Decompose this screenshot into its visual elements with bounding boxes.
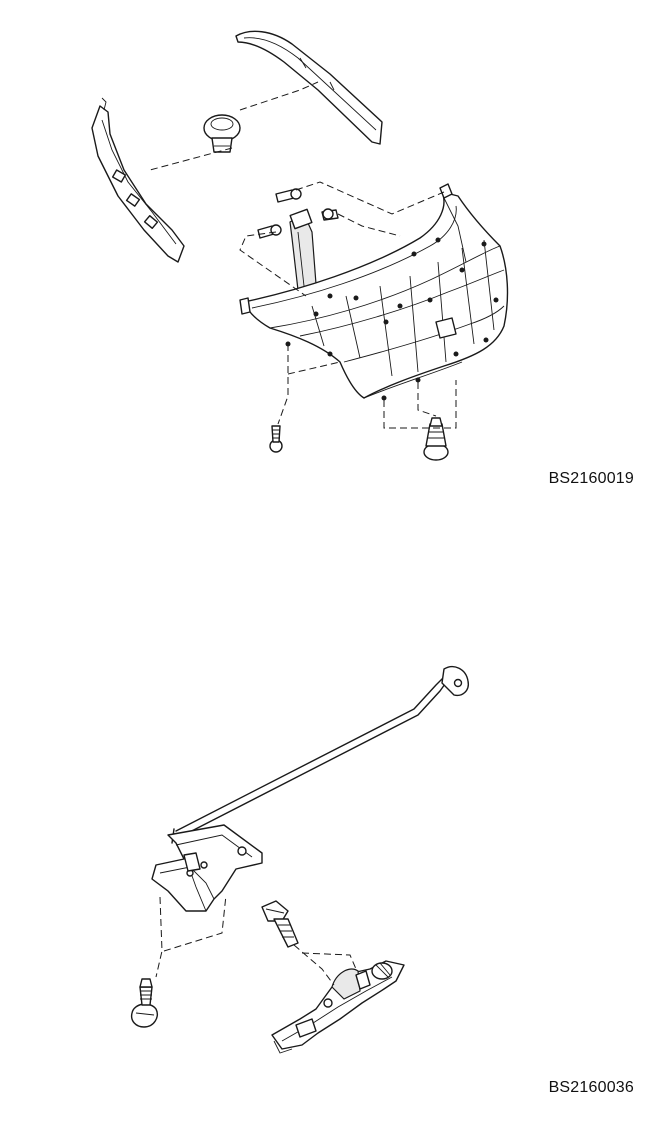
figure-code-top: BS2160019 [548, 470, 634, 487]
trunk-lid-lock-figure: BS2160036 [0, 573, 672, 1146]
upper-finisher-strip [235, 30, 383, 145]
bracket-screw [130, 978, 158, 1028]
finisher-push-clip [423, 417, 449, 461]
key-cylinder-rod [171, 665, 469, 844]
trunk-lid-finisher-panel [239, 183, 509, 401]
trunk-lid-lock-drawing [130, 665, 469, 1054]
figure-code-bottom: BS2160036 [548, 1079, 634, 1096]
rod-holder-bracket [151, 824, 263, 912]
side-finisher-strip [91, 97, 185, 263]
assembly-leader-lines [149, 81, 457, 429]
finisher-screw [269, 425, 283, 453]
lock-mounting-bolt [261, 900, 299, 948]
pull-handle [289, 208, 317, 295]
grip-screws [257, 188, 339, 239]
trunk-lid-finisher-drawing [91, 30, 509, 461]
lock-leader-lines [155, 894, 357, 986]
trunk-lid-lock [271, 960, 405, 1054]
trunk-lid-finisher-figure: BS2160019 [91, 30, 634, 487]
trim-clip [203, 114, 241, 153]
